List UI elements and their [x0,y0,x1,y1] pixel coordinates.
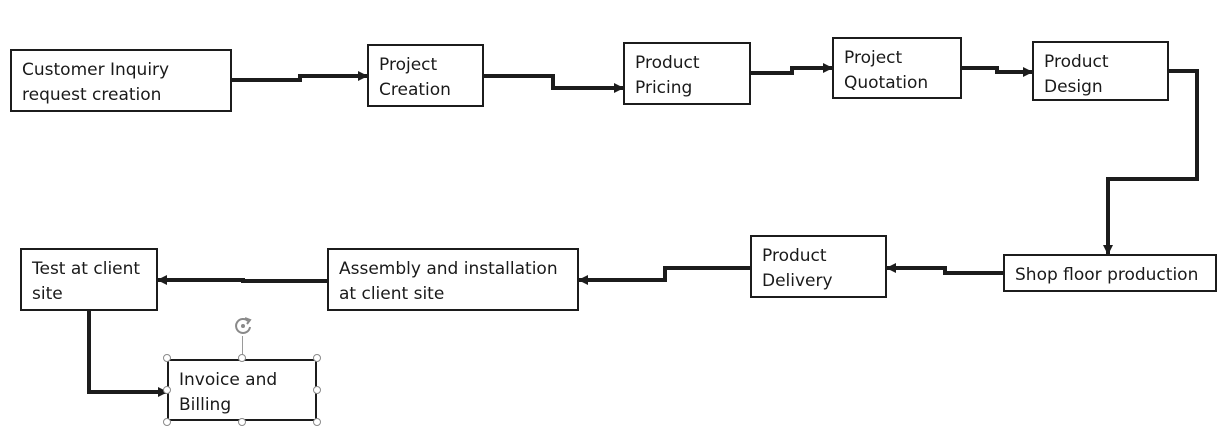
node-label-line: Invoice and [179,370,278,390]
node-label-line: Product [635,53,700,73]
resize-handle-top-right[interactable] [313,354,321,362]
node-label-line: at client site [339,284,445,304]
resize-handle-right[interactable] [313,386,321,394]
node-label-line: Pricing [635,78,693,98]
node-label-line: Test at client [32,259,141,279]
connector-product-design-to-shop-floor-production[interactable] [1103,69,1199,255]
node-label-line: Project [379,55,438,75]
node-label-line: site [32,284,63,304]
node-product-delivery[interactable]: Product Delivery [750,235,887,298]
node-label-line: Creation [379,80,451,100]
node-product-design[interactable]: Product Design [1032,41,1169,101]
node-project-creation[interactable]: Project Creation [367,44,484,107]
node-label-line: Customer Inquiry [22,60,170,80]
node-label-line: Shop floor production [1015,265,1199,285]
node-project-quotation[interactable]: Project Quotation [832,37,962,99]
resize-handle-bottom[interactable] [238,418,246,426]
connector-product-pricing-to-project-quotation[interactable] [751,63,833,75]
resize-handle-top-left[interactable] [163,354,171,362]
connector-project-quotation-to-product-design[interactable] [962,66,1033,77]
node-assembly-installation[interactable]: Assembly and installation at client site [327,248,579,311]
node-label-line: Product [762,246,827,266]
node-invoice-billing[interactable]: Invoice and Billing [167,359,317,421]
node-label-line: Assembly and installation [339,259,558,279]
connector-customer-inquiry-to-project-creation[interactable] [232,71,368,82]
node-label-line: Product [1044,52,1109,72]
resize-handle-left[interactable] [163,386,171,394]
node-label-line: Design [1044,77,1103,97]
node-shop-floor-production[interactable]: Shop floor production [1003,254,1217,292]
rotate-handle-stem [242,336,243,358]
node-test-at-client-site[interactable]: Test at client site [20,248,158,311]
node-label-line: request creation [22,85,162,105]
resize-handle-bottom-right[interactable] [313,418,321,426]
node-label-line: Quotation [844,73,929,93]
node-customer-inquiry[interactable]: Customer Inquiry request creation [10,49,232,112]
connector-project-creation-to-product-pricing[interactable] [484,74,624,93]
connector-shop-floor-production-to-product-delivery[interactable] [886,263,1003,275]
node-label-line: Delivery [762,271,833,291]
node-product-pricing[interactable]: Product Pricing [623,42,751,105]
resize-handle-top[interactable] [238,354,246,362]
connector-assembly-installation-to-test-at-client-site[interactable] [157,275,327,285]
resize-handle-bottom-left[interactable] [163,418,171,426]
connector-test-at-client-site-to-invoice-billing[interactable] [87,311,168,397]
connector-product-delivery-to-assembly-installation[interactable] [578,266,750,285]
node-label-line: Billing [179,395,232,415]
rotate-handle-icon[interactable] [232,315,254,337]
node-label-line: Project [844,48,903,68]
